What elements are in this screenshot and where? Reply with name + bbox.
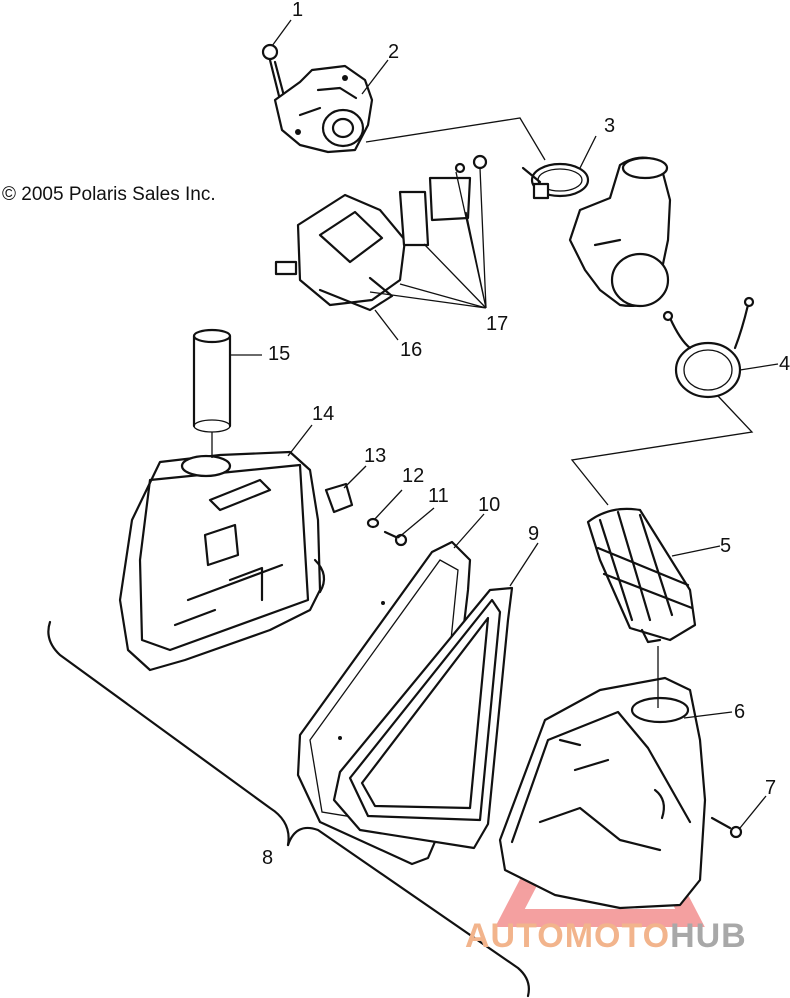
callout-1: 1 xyxy=(292,0,304,21)
part-13-grommet xyxy=(324,482,354,514)
part-14-airbox-rear xyxy=(118,450,326,672)
callout-9: 9 xyxy=(528,523,540,545)
part-4-ring xyxy=(662,296,755,399)
callout-10: 10 xyxy=(478,494,501,516)
part-6-airbox-front xyxy=(498,676,707,910)
callout-12: 12 xyxy=(402,465,425,487)
part-7-screw xyxy=(710,816,743,839)
part-12-washer xyxy=(366,517,380,529)
part-9-gasket xyxy=(332,586,514,850)
callout-11: 11 xyxy=(428,485,449,507)
part-5-connector xyxy=(586,507,697,644)
part-2-carburetor xyxy=(273,64,374,154)
assembly-8-brace xyxy=(47,620,530,998)
part-1-bolt xyxy=(261,43,286,98)
intake-boot xyxy=(568,156,672,308)
callout-8: 8 xyxy=(262,847,274,869)
callout-13: 13 xyxy=(364,445,387,467)
part-15-tube xyxy=(192,328,232,433)
copyright-text: © 2005 Polaris Sales Inc. xyxy=(2,184,216,205)
watermark-part2: HUB xyxy=(670,917,747,955)
callout-15: 15 xyxy=(268,343,291,365)
callout-7: 7 xyxy=(765,777,777,799)
leader-lines xyxy=(230,19,779,829)
callout-4: 4 xyxy=(779,353,790,375)
callout-2: 2 xyxy=(388,41,400,63)
callout-16: 16 xyxy=(400,339,423,361)
flow-lines xyxy=(211,117,754,708)
part-3-clamp xyxy=(521,162,590,200)
part-16-reed-valve xyxy=(274,154,488,312)
watermark-text: AUTOMOTOHUB xyxy=(465,917,747,956)
callout-6: 6 xyxy=(734,701,746,723)
callout-3: 3 xyxy=(604,115,616,137)
callout-5: 5 xyxy=(720,535,732,557)
callout-17: 17 xyxy=(486,313,509,335)
callout-14: 14 xyxy=(312,403,335,425)
watermark-part1: AUTOMOTO xyxy=(465,917,671,955)
